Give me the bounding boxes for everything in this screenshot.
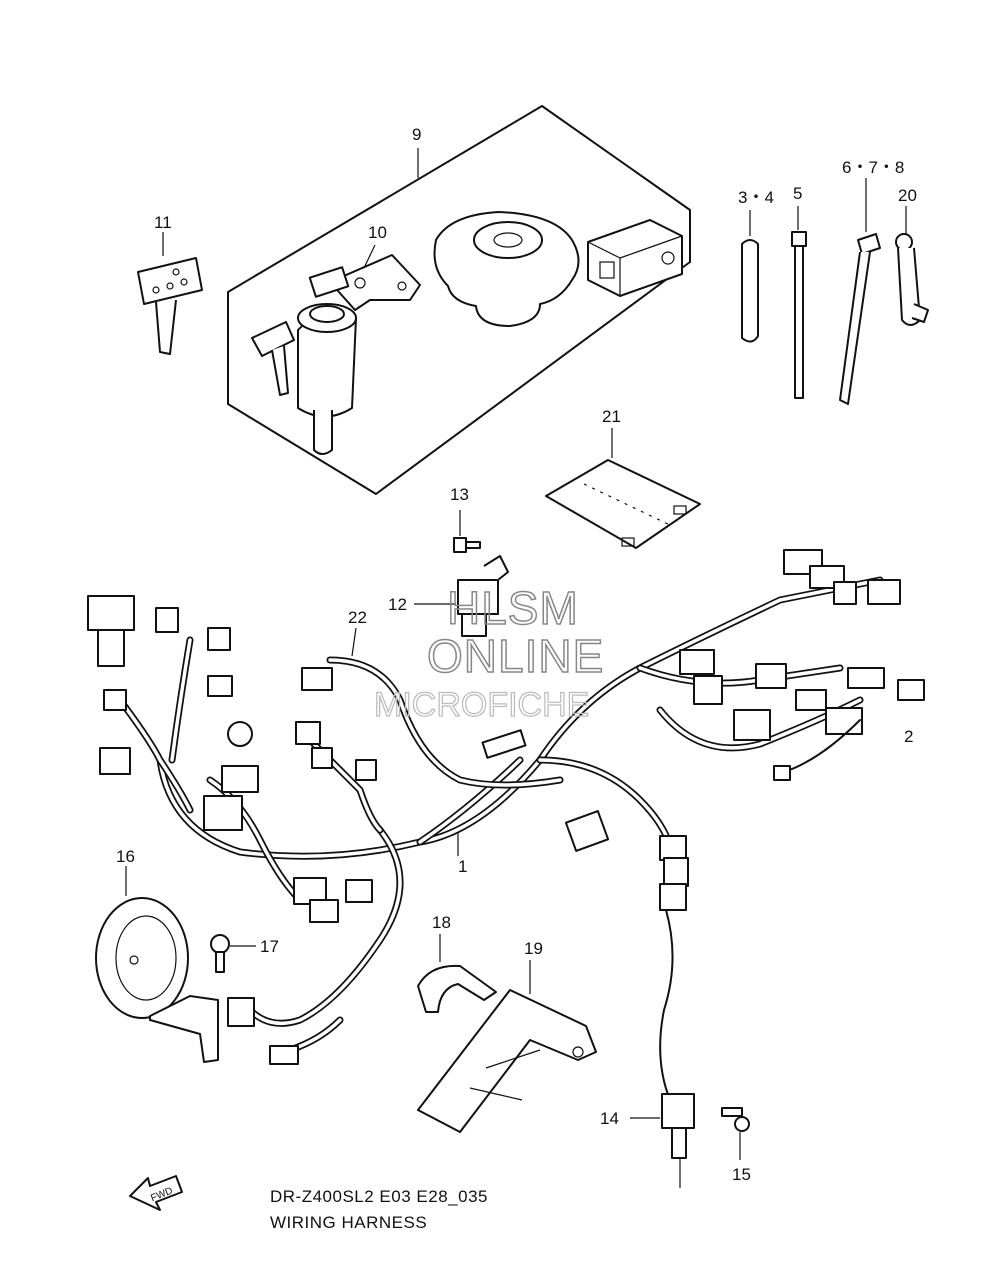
starter-relay-12 — [414, 555, 509, 637]
callout-15: 15 — [732, 1165, 751, 1184]
callout-labels: 1 2 3・4 5 6・7・8 9 10 11 12 13 14 15 16 1… — [116, 125, 917, 1184]
main-wiring-harness-1 — [87, 549, 925, 1065]
band-3-4 — [741, 210, 759, 343]
watermark-line-1: HLSM — [447, 582, 579, 634]
clamp-20 — [895, 206, 929, 326]
callout-20: 20 — [898, 186, 917, 205]
clamp-6-7-8 — [839, 178, 881, 405]
horn-16 — [95, 866, 219, 1063]
callout-12: 12 — [388, 595, 407, 614]
model-code: DR-Z400SL2 E03 E28_035 — [270, 1187, 488, 1206]
callout-21: 21 — [602, 407, 621, 426]
callout-3-4: 3・4 — [738, 188, 774, 207]
caption: DR-Z400SL2 E03 E28_035 WIRING HARNESS — [270, 1187, 488, 1232]
callout-5: 5 — [793, 184, 802, 203]
callout-13: 13 — [450, 485, 469, 504]
fuel-cap — [433, 211, 580, 327]
seat-lock — [587, 219, 683, 297]
watermark-line-3: MICROFICHE — [374, 686, 589, 724]
ignition-switch-10 — [251, 244, 421, 455]
diagram-title: WIRING HARNESS — [270, 1213, 427, 1232]
callout-18: 18 — [432, 913, 451, 932]
watermark: HLSM ONLINE MICROFICHE — [373, 581, 604, 724]
callout-19: 19 — [524, 939, 543, 958]
forward-arrow-icon: FWD — [129, 1175, 183, 1211]
cover-18 — [417, 934, 497, 1013]
callout-11: 11 — [154, 213, 172, 232]
callout-1: 1 — [458, 857, 467, 876]
clamp-5 — [791, 206, 807, 399]
callout-22: 22 — [348, 608, 367, 627]
watermark-line-2: ONLINE — [427, 630, 604, 682]
callout-16: 16 — [116, 847, 135, 866]
callout-6-7-8: 6・7・8 — [842, 158, 904, 177]
pad-21 — [545, 428, 701, 549]
lock-set-kit-9 — [227, 105, 691, 495]
callout-10: 10 — [368, 223, 387, 242]
callout-2: 2 — [904, 727, 913, 746]
bracket-19 — [417, 960, 597, 1133]
screw-15 — [721, 1107, 750, 1160]
callout-9: 9 — [412, 125, 421, 144]
bolt-17 — [210, 934, 256, 973]
callout-14: 14 — [600, 1109, 619, 1128]
bolt-13 — [453, 510, 481, 553]
callout-17: 17 — [260, 937, 279, 956]
sub-harness-22 — [351, 627, 357, 657]
switch-14 — [630, 883, 695, 1188]
key-11 — [137, 232, 203, 355]
